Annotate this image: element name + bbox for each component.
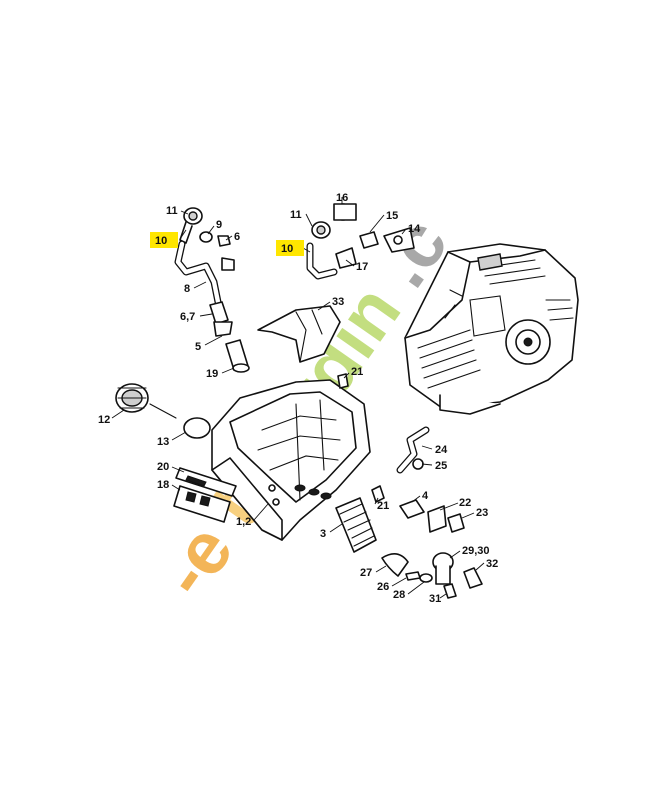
callout-28[interactable]: 28 xyxy=(393,589,405,601)
callout-12[interactable]: 12 xyxy=(98,414,110,426)
callout-16[interactable]: 16 xyxy=(336,192,348,204)
grille-part xyxy=(335,497,377,553)
callout-23[interactable]: 23 xyxy=(476,507,488,519)
callout-14[interactable]: 14 xyxy=(408,223,421,235)
callout-26[interactable]: 26 xyxy=(377,581,389,593)
callout-27[interactable]: 27 xyxy=(360,567,372,579)
callout-4[interactable]: 4 xyxy=(422,490,429,502)
callout-18[interactable]: 18 xyxy=(157,479,169,491)
callout-10-left[interactable]: 10 xyxy=(155,235,167,247)
highlight-box-10-right xyxy=(276,240,304,256)
highlight-box-10-left xyxy=(150,232,178,248)
callout-29-30[interactable]: 29,30 xyxy=(462,545,490,557)
callout-21-upper[interactable]: 21 xyxy=(351,366,363,378)
callout-25[interactable]: 25 xyxy=(435,460,447,472)
callout-32[interactable]: 32 xyxy=(486,558,498,570)
small-parts xyxy=(337,373,483,599)
callout-13[interactable]: 13 xyxy=(157,436,169,448)
callout-9[interactable]: 9 xyxy=(216,219,222,231)
watermark-segment-1: -e xyxy=(143,510,249,612)
callout-1-2[interactable]: 1,2 xyxy=(236,516,251,528)
callout-15[interactable]: 15 xyxy=(386,210,398,222)
callout-10-right[interactable]: 10 xyxy=(281,243,293,255)
engine-assembly xyxy=(404,243,579,415)
top-cover-part xyxy=(257,305,341,363)
fuel-line-left xyxy=(174,207,250,373)
callout-22[interactable]: 22 xyxy=(459,497,471,509)
callout-19[interactable]: 19 xyxy=(206,368,218,380)
callout-6[interactable]: 6 xyxy=(234,231,240,243)
main-housing xyxy=(211,379,371,541)
callout-33[interactable]: 33 xyxy=(332,296,344,308)
callout-31[interactable]: 31 xyxy=(429,593,441,605)
callout-20[interactable]: 20 xyxy=(157,461,169,473)
callout-11-right[interactable]: 11 xyxy=(290,209,302,221)
fuel-line-right xyxy=(306,203,415,280)
callout-labels: 10 11 9 6 8 6,7 5 19 11 16 15 14 10 17 3… xyxy=(98,192,498,605)
leader-lines xyxy=(111,197,485,599)
callout-24[interactable]: 24 xyxy=(435,444,448,456)
callout-11-left[interactable]: 11 xyxy=(166,205,178,217)
callout-3[interactable]: 3 xyxy=(320,528,326,540)
callout-6-7[interactable]: 6,7 xyxy=(180,311,195,323)
callout-17[interactable]: 17 xyxy=(356,261,368,273)
callout-5[interactable]: 5 xyxy=(195,341,201,353)
callout-8[interactable]: 8 xyxy=(184,283,190,295)
warning-labels xyxy=(173,467,237,523)
clutch-drum-part xyxy=(115,383,211,439)
callout-21-lower[interactable]: 21 xyxy=(377,500,389,512)
